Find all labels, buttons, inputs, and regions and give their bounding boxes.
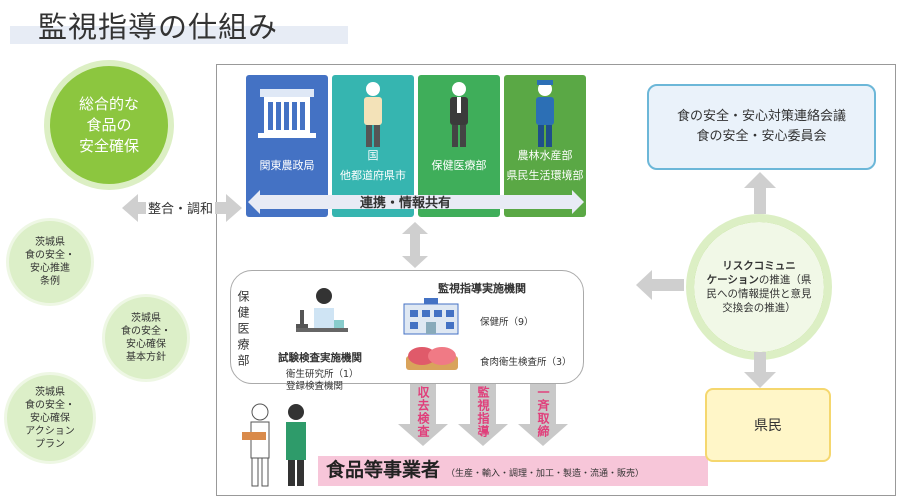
action-plan-circle: 茨城県 食の安全・ 安心確保 アクション プラン [4, 372, 96, 464]
meat-icon [406, 347, 458, 370]
circle-text: 安全確保 [78, 136, 139, 155]
business-operators-scope: （生産・輸入・調理・加工・製造・流通・販売） [446, 469, 645, 479]
ordinance-circle: 茨城県 食の安全・ 安心推進 条例 [6, 218, 94, 306]
circle-text: 安心推進 [30, 263, 70, 274]
title-underline [10, 26, 348, 44]
collection-inspection-label: 収去検査 [416, 386, 430, 438]
org-label: 保健医療部 [431, 159, 487, 172]
circle-text: 茨城県 [131, 313, 161, 324]
org-label: 関東農政局 [259, 159, 315, 172]
org-national: 国 他都道府県市 [332, 75, 414, 217]
business-operators-band [318, 456, 708, 486]
basic-policy-circle: 茨城県 食の安全・ 安心確保 基本方針 [102, 294, 190, 382]
health-dept-vertical-label: 保健医療部 [236, 290, 250, 370]
risk-title: ケーション [706, 274, 759, 286]
food-workers-icon [242, 403, 306, 487]
risk-communication-circle: リスクコミュニ ケーションの推進（県民への情報提供と意見交換会の推進） [686, 214, 832, 360]
circle-text: 食の安全・ [121, 326, 171, 337]
staff-person-icon [450, 82, 468, 147]
circle-text: 条例 [40, 276, 60, 287]
vertical-double-arrow [402, 222, 428, 268]
comprehensive-safety-circle: 総合的な 食品の 安全確保 [44, 60, 174, 190]
circle-text: 食の安全・ [25, 250, 75, 261]
risk-description: の推進（県民への情報提供と意見交換会の推進） [706, 274, 812, 314]
harmony-label: 整合・調和 [146, 198, 216, 217]
testing-agency-item: 登録検査機関 [286, 381, 344, 392]
page-title: 監視指導の仕組み [38, 10, 279, 44]
government-building-icon [258, 89, 316, 138]
business-operators-title: 食品等事業者 [326, 459, 441, 481]
down-arrow-crackdown [518, 384, 568, 446]
health-center-count: 保健所（9） [480, 317, 534, 328]
circle-text: 総合的な [78, 94, 139, 113]
org-health-dept: 保健医療部 [418, 75, 500, 217]
org-label: 他都道府県市 [340, 169, 406, 182]
circle-text: アクション [25, 425, 75, 437]
circle-text: 食品の [86, 115, 132, 134]
down-arrow-collection [398, 384, 448, 446]
information-sharing-label: 連携・情報共有 [360, 196, 452, 211]
monitoring-guidance-label: 監視指導 [476, 386, 490, 438]
council-box: 食の安全・安心対策連絡会議 食の安全・安心委員会 [647, 84, 876, 170]
testing-agency-item: 衛生研究所（1） [286, 369, 359, 380]
down-arrow-monitoring [458, 384, 508, 446]
council-text: 食の安全・安心委員会 [696, 129, 827, 144]
information-sharing-arrow [248, 190, 584, 214]
risk-title: リスクコミュニ [722, 260, 796, 272]
researcher-microscope-icon [296, 288, 348, 332]
testing-agency-title: 試験検査実施機関 [278, 352, 362, 364]
monitoring-agency-title: 監視指導実施機関 [438, 282, 526, 295]
circle-text: 安心確保 [126, 339, 166, 350]
org-label: 農林水産部 [517, 149, 573, 162]
health-center-building-icon [403, 298, 459, 335]
simultaneous-crackdown-label: 一斉取締 [536, 386, 550, 438]
circle-text: 茨城県 [35, 237, 65, 248]
circle-text: 食の安全・ [25, 399, 75, 411]
org-kanto-agri-bureau: 関東農政局 [246, 75, 328, 217]
meat-inspection-count: 食肉衛生検査所（3） [480, 357, 572, 368]
left-arrow-risk [636, 270, 684, 300]
circle-text: プラン [35, 438, 65, 450]
org-label: 国 [367, 149, 379, 162]
up-arrow-council [744, 172, 776, 214]
citizens-box: 県民 [705, 388, 831, 462]
official-person-icon [364, 82, 382, 147]
circle-text: 安心確保 [30, 412, 70, 424]
org-label: 県民生活環境部 [506, 169, 584, 182]
circle-text: 基本方針 [126, 352, 166, 363]
council-text: 食の安全・安心対策連絡会議 [676, 109, 846, 124]
worker-person-icon [536, 80, 554, 147]
down-arrow-citizens [744, 352, 776, 388]
circle-text: 茨城県 [35, 386, 65, 398]
